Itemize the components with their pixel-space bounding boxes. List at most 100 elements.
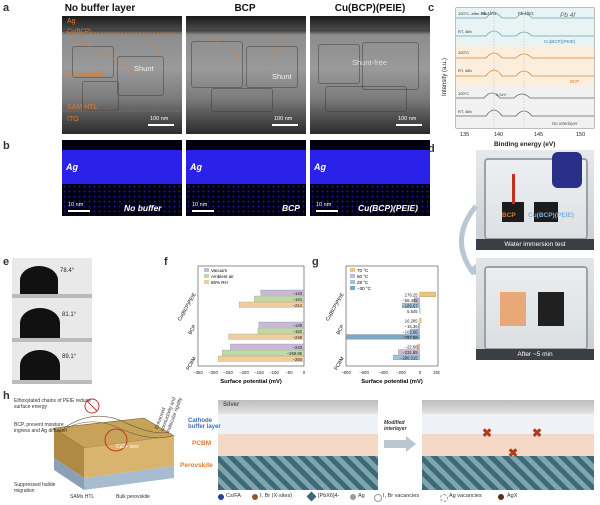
- xtick: 150: [576, 132, 585, 138]
- eds-label-bcp: BCP: [282, 203, 300, 213]
- value-label: 176.25: [405, 293, 418, 298]
- label-perovskite: Perovskite: [67, 70, 105, 79]
- trace-label: RT, 48h: [458, 29, 472, 34]
- xps-title: Pb 4f: [560, 12, 576, 19]
- silver-layer: [218, 400, 378, 414]
- bar-cu-bcp-peie-2: [239, 301, 305, 308]
- glove: [552, 152, 582, 188]
- value-label: −269.96: [287, 351, 303, 356]
- legend-agvac: Ag vacancies: [449, 493, 482, 499]
- label-bcp: BCP: [502, 212, 516, 219]
- xps-ylabel: Intensity (a.u.): [442, 58, 448, 96]
- row-label-bcp: BCP: [335, 323, 346, 335]
- peak-label-5-2: Pb 4f5/2: [518, 11, 534, 16]
- value-label: −22.68: [405, 345, 419, 350]
- legend-pbx: [PbX6]4-: [318, 493, 340, 499]
- label-shunt-free: Shunt-free: [352, 58, 388, 67]
- value-label: −231.65: [402, 350, 418, 355]
- legend-70: 70 °C: [357, 268, 369, 273]
- scale-bar: [68, 210, 90, 212]
- schematic-interface-after: ✖ ✖ ✖: [422, 400, 594, 490]
- surface-potential-chart-f: −143−164−214−149−152−249−243−269.96−284 …: [177, 265, 306, 385]
- trace-label: 100°C: [458, 91, 469, 96]
- block-mark: ✖: [482, 426, 493, 440]
- panel-label-d: d: [428, 143, 435, 155]
- xtick: −800: [341, 370, 351, 375]
- trace-none-100: [456, 92, 594, 99]
- eds-label-cu-bcp-peie: Cu(BCP)(PEIE): [358, 203, 418, 213]
- value-label: −56.405: [402, 298, 418, 303]
- trace-group-none: No interlayer: [552, 121, 578, 126]
- eds-ag-label: Ag: [314, 162, 326, 172]
- xtick: −50: [285, 370, 293, 375]
- modified-label: Modified interlayer: [384, 420, 407, 432]
- legend-agx: AgX: [507, 493, 518, 499]
- bar-bcp-3: [346, 334, 420, 340]
- value-label: −152: [293, 329, 303, 334]
- modified-arrow: [384, 436, 416, 452]
- xtick: −150: [254, 370, 264, 375]
- xtick: 140: [494, 132, 503, 138]
- band-cu: [456, 8, 594, 46]
- sample-cu: [534, 202, 558, 222]
- curved-arrow: [459, 204, 480, 278]
- row-label-bcp: BCP: [187, 323, 198, 335]
- sem-image-bcp: Shunt 100 nm: [186, 16, 306, 134]
- eds-map-no-buffer: Ag No buffer 10 nm: [62, 140, 182, 216]
- bar-pcbm-2: [217, 355, 305, 362]
- value-label: −249: [293, 335, 303, 340]
- legend-28: 28 °C: [357, 280, 369, 285]
- panel-label-c: c: [428, 2, 435, 14]
- value-label: −243: [293, 345, 303, 350]
- photo-before: BCP Cu(BCP)(PEIE) Water immersion test: [476, 150, 594, 250]
- trace-none-rt: [456, 109, 594, 117]
- bar-cu-bcp-peie-0: [419, 291, 436, 298]
- sem-image-cu-bcp-peie: Shunt-free 100 nm: [310, 16, 430, 134]
- col-title-cu-bcp-peie: Cu(BCP)(PEIE): [334, 3, 406, 14]
- value-label: −286.015: [400, 356, 418, 361]
- scale-label: 10 nm: [68, 202, 84, 208]
- value-label: −189.67: [402, 304, 418, 309]
- sample-cu-intact: [538, 292, 564, 326]
- legend-rh: 85% RH: [211, 280, 228, 285]
- eds-map-bcp: Ag BCP 10 nm: [186, 140, 306, 216]
- shift-label: 0.5eV: [496, 92, 507, 97]
- label-ito: ITO: [67, 116, 79, 123]
- sem-image-no-buffer: Ag Cu(BCP) Perovskite SAM HTL ITO Shunt …: [62, 16, 182, 134]
- legend-csfa-icon: [218, 494, 224, 500]
- block-mark: ✖: [532, 426, 543, 440]
- contact-angle-images: 78.4° 81.1° 89.1°: [12, 258, 92, 384]
- layer-perovskite: Perovskite: [180, 462, 213, 469]
- xtick: −600: [359, 370, 369, 375]
- value-label: −15.36: [405, 324, 419, 329]
- bar-pcbm-2: [393, 354, 420, 361]
- legend-vac: I, Br vacancies: [383, 493, 420, 499]
- legend-x: I, Br (X-sites): [260, 493, 293, 499]
- scale-bar: [192, 210, 214, 212]
- bar-pcbm-1: [222, 349, 305, 356]
- legend-agvac-icon: [440, 494, 448, 502]
- buffer-layer: [218, 414, 378, 434]
- photo-after: After ~5 min: [476, 258, 594, 360]
- device-stack: [53, 398, 175, 490]
- trace-cu-100: [456, 12, 594, 19]
- label-sam-htl: SAM HTL: [67, 104, 98, 111]
- eds-map-cu-bcp-peie: Ag Cu(BCP)(PEIE) 10 nm: [310, 140, 430, 216]
- bar-bcp-2: [228, 333, 305, 340]
- xtick: −200: [239, 370, 249, 375]
- xtick: −250: [223, 370, 233, 375]
- legend-x-icon: [252, 494, 258, 500]
- bar-pcbm-0: [417, 343, 420, 350]
- scale-label: 100 nm: [398, 116, 417, 122]
- schematic-interface-before: Silver Cathode buffer layer PCBM Perovsk…: [180, 400, 378, 490]
- legend-vacuum: Vacuum: [211, 268, 227, 273]
- xtick: 0: [419, 370, 422, 375]
- layer-pcbm: PCBM: [192, 440, 212, 447]
- xtick: 0: [303, 370, 306, 375]
- label-shunt-bcp: Shunt: [272, 72, 292, 81]
- band-none: [456, 86, 594, 128]
- panel-label-e: e: [3, 256, 10, 268]
- xtick: 200: [433, 370, 440, 375]
- col-title-no-buffer: No buffer layer: [64, 3, 136, 14]
- eds-label-no-buffer: No buffer: [124, 203, 162, 213]
